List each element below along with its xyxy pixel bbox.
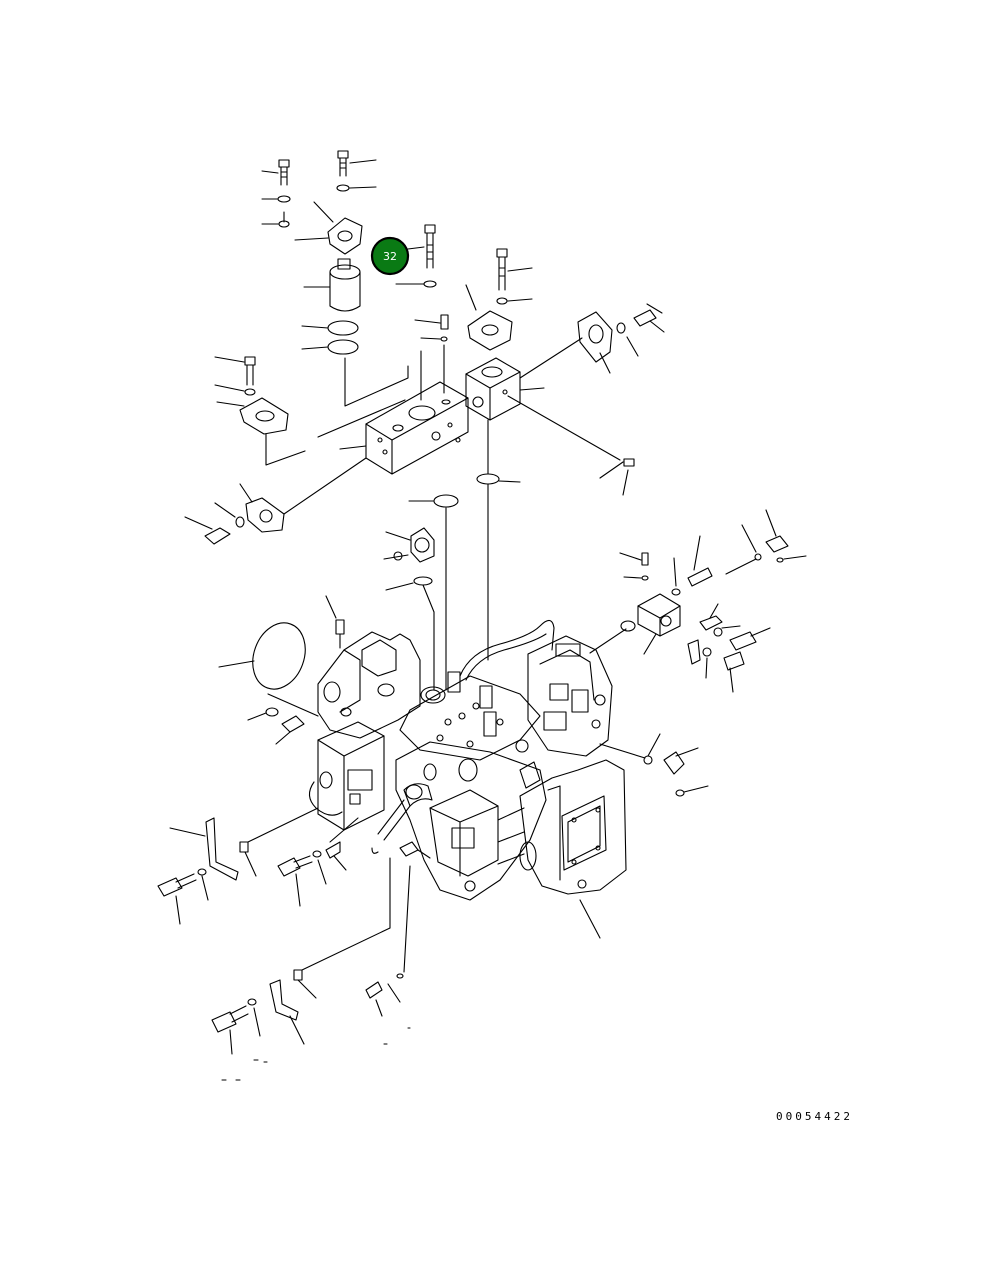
part-callout-32[interactable]: 32 — [372, 238, 424, 274]
bolt — [338, 151, 348, 176]
lower-left-parts — [158, 694, 430, 1080]
right-flange-upper — [466, 249, 532, 350]
right-side-fittings — [590, 510, 806, 692]
drawing-number: 00054422 — [776, 1110, 853, 1123]
main-pump-assembly — [309, 596, 626, 938]
callout-label[interactable]: 32 — [383, 250, 397, 263]
upper-manifold-block — [340, 315, 468, 507]
callout-badge[interactable] — [372, 238, 408, 274]
left-flange-upper — [215, 357, 408, 465]
right-flange-side — [508, 304, 664, 495]
right-manifold-block — [466, 358, 544, 660]
left-flange-lower — [185, 458, 366, 544]
bolt — [279, 160, 289, 185]
bolt — [425, 225, 435, 268]
top-left-cap-assembly — [262, 151, 376, 354]
elbow-fitting — [384, 508, 446, 690]
lower-right-elbow — [600, 734, 708, 796]
large-o-ring — [244, 615, 314, 696]
